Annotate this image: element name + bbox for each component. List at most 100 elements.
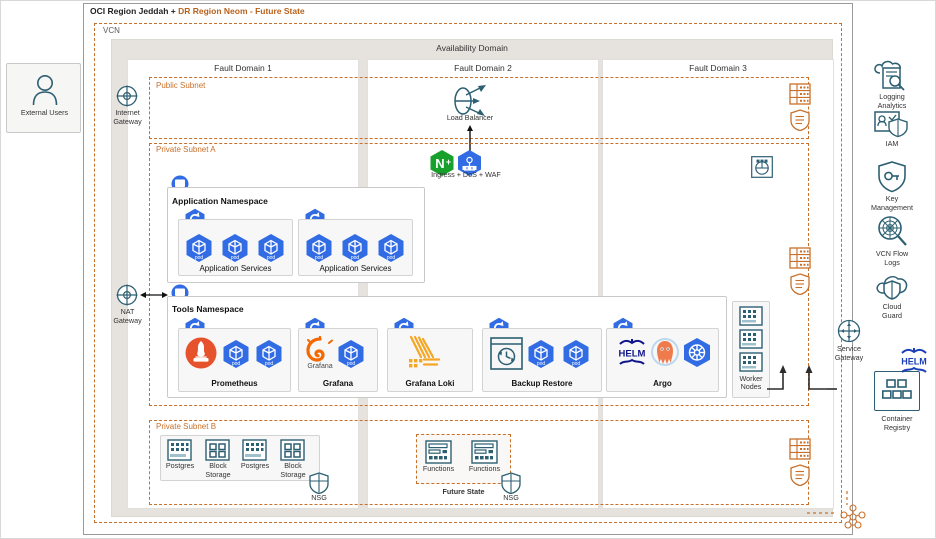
svg-text:N: N xyxy=(435,156,444,171)
drg-icon xyxy=(840,504,866,529)
block-storage-label-2b: Storage xyxy=(280,470,306,479)
worker-node-icon xyxy=(739,352,763,372)
load-balancer-label: Load Balancer xyxy=(446,113,494,122)
logging-analytics-icon xyxy=(874,60,905,91)
pod-icon: pod xyxy=(378,234,404,262)
pod-icon: pod xyxy=(222,234,248,262)
public-subnet-label: Public Subnet xyxy=(154,81,208,90)
public-subnet xyxy=(149,77,809,139)
pod-icon: pod xyxy=(306,234,332,262)
security-list-icon xyxy=(790,464,810,486)
backup-restore-label: Backup Restore xyxy=(511,379,573,388)
vcn-label: VCN xyxy=(101,26,122,35)
service-gateway-label-line2: Gateway xyxy=(834,353,864,362)
svg-text:pod: pod xyxy=(232,361,241,367)
fault-domain-1-title: Fault Domain 1 xyxy=(214,63,272,73)
region-title-dr: DR Region Neom - Future State xyxy=(178,6,305,16)
pod-icon: pod xyxy=(563,340,589,368)
pod-icon: pod xyxy=(338,340,364,368)
postgres-label-2: Postgres xyxy=(240,461,270,470)
argo-label: Argo xyxy=(653,379,672,388)
fault-domain-1 xyxy=(127,59,359,509)
svg-text:HELM: HELM xyxy=(619,349,646,360)
route-table-icon xyxy=(789,83,811,105)
internet-gateway-icon xyxy=(116,85,138,107)
block-storage-label-2a: Block xyxy=(284,461,302,470)
backup-restore-icon xyxy=(490,337,523,370)
nat-gateway-icon xyxy=(116,284,138,306)
pod-icon: pod xyxy=(223,340,249,368)
service-gateway-label-line1: Service xyxy=(837,344,861,353)
helm-badge-icon: HELM xyxy=(901,348,927,373)
svg-text:pod: pod xyxy=(315,255,324,261)
grafana-loki-label: Grafana Loki xyxy=(405,379,455,388)
pod-icon: pod xyxy=(258,234,284,262)
logging-analytics-label-line2: Analytics xyxy=(877,101,907,110)
block-storage-icon xyxy=(205,439,230,461)
cloud-guard-label-line1: Cloud xyxy=(882,302,902,311)
svg-text:pod: pod xyxy=(537,361,546,367)
application-services-label-2: Application Services xyxy=(319,264,392,273)
fault-domain-2-title: Fault Domain 2 xyxy=(454,63,512,73)
grafana-group xyxy=(298,328,378,392)
prometheus-icon xyxy=(185,337,217,369)
drg-connector-line xyxy=(807,491,848,514)
route-table-icon xyxy=(789,247,811,269)
svg-text:pod: pod xyxy=(195,255,204,261)
iam-icon xyxy=(874,111,908,138)
nat-to-subnet-arrow xyxy=(140,292,168,298)
private-subnet-a-label: Private Subnet A xyxy=(154,145,218,154)
container-registry-label-line2: Registry xyxy=(883,423,911,432)
functions-label-1: Functions xyxy=(422,464,455,473)
nginx-icon: N + xyxy=(430,150,454,176)
application-namespace-title: Application Namespace xyxy=(172,196,268,206)
region-title: OCI Region Jeddah + DR Region Neom - Fut… xyxy=(90,6,305,16)
load-balancer-icon xyxy=(454,85,486,116)
nsg-label-a: NSG xyxy=(311,493,327,502)
database-icon xyxy=(167,439,192,461)
grafana-icon: Grafana xyxy=(306,336,333,370)
pod-icon: pod xyxy=(256,340,282,368)
container-registry-label-line1: Container xyxy=(881,414,913,423)
security-list-icon xyxy=(790,273,810,295)
helm-icon: HELM xyxy=(619,339,646,365)
route-table-icon xyxy=(789,438,811,460)
block-storage-icon xyxy=(280,439,305,461)
external-users-box: External Users xyxy=(6,63,81,133)
container-registry-box xyxy=(874,371,920,411)
block-storage-label-1a: Block xyxy=(209,461,227,470)
private-subnet-a xyxy=(149,143,809,406)
svg-text:pod: pod xyxy=(265,361,274,367)
tools-namespace-title: Tools Namespace xyxy=(172,304,244,314)
fault-domain-3-title: Fault Domain 3 xyxy=(689,63,747,73)
functions-icon xyxy=(471,440,498,464)
kubernetes-cluster-icon xyxy=(751,156,773,178)
nat-gateway-label-line1: NAT xyxy=(120,307,135,316)
container-registry-icon xyxy=(882,379,912,399)
grafana-loki-icon xyxy=(409,335,441,368)
nsg-label-b: NSG xyxy=(503,493,519,502)
region-title-main: OCI Region Jeddah + xyxy=(90,6,179,16)
vcn-flow-logs-label-line1: VCN Flow xyxy=(875,249,909,258)
svg-text:pod: pod xyxy=(267,255,276,261)
fault-domain-2 xyxy=(367,59,599,509)
cloud-guard-icon xyxy=(876,276,908,300)
cloud-guard-label-line2: Guard xyxy=(882,311,902,320)
database-icon xyxy=(242,439,267,461)
svg-text:pod: pod xyxy=(347,361,356,367)
key-management-icon xyxy=(878,161,906,193)
external-users-label: External Users xyxy=(20,108,69,117)
private-subnet-b xyxy=(149,420,809,505)
svg-text:pod: pod xyxy=(387,255,396,261)
key-management-label-line1: Key xyxy=(885,194,899,203)
worker-to-gateway-connector xyxy=(767,365,837,390)
postgres-label-1: Postgres xyxy=(165,461,195,470)
private-subnet-b-label: Private Subnet B xyxy=(154,422,219,431)
future-state-label: Future State xyxy=(442,487,485,496)
pod-icon: pod xyxy=(342,234,368,262)
logging-analytics-label-line1: Logging xyxy=(879,92,905,101)
internet-gateway-label-line2: Gateway xyxy=(113,117,142,126)
svg-text:pod: pod xyxy=(351,255,360,261)
svg-text:pod: pod xyxy=(231,255,240,261)
